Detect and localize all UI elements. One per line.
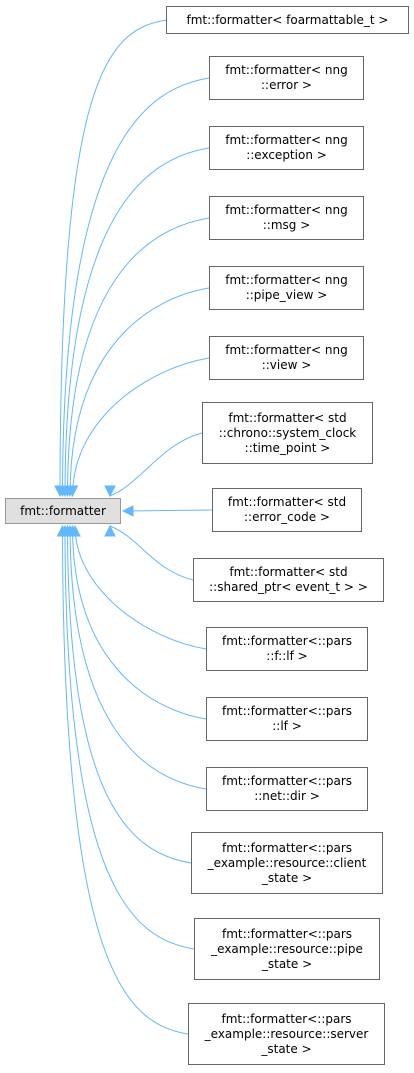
- base-class-node: fmt::formatter: [5, 498, 121, 524]
- class-node-nng-pipe-view[interactable]: fmt::formatter< nng::pipe_view >: [209, 266, 364, 310]
- edge-foarmattable: [59, 19, 167, 497]
- class-node-label: fmt::formatter<::pars: [221, 926, 353, 941]
- edge-arrowhead: [121, 505, 134, 517]
- edge-pars-lf: [72, 525, 207, 720]
- edge-arrowhead: [104, 485, 116, 498]
- class-node-label: _state >: [261, 1041, 312, 1056]
- edge-pars-net-dir: [69, 525, 207, 790]
- class-node-label: fmt::formatter< std: [228, 410, 347, 425]
- class-node-label: ::msg >: [262, 218, 311, 232]
- class-node-pars-net-dir[interactable]: fmt::formatter<::pars::net::dir >: [206, 767, 368, 811]
- edge-std-time-point: [109, 432, 203, 497]
- class-node-nng-view[interactable]: fmt::formatter< nng::view >: [209, 336, 364, 380]
- class-node-label: fmt::formatter< std: [229, 565, 348, 579]
- edge-arrowhead: [56, 524, 69, 537]
- class-node-nng-msg[interactable]: fmt::formatter< nng::msg >: [209, 196, 364, 240]
- class-node-label: ::chrono::system_clock: [218, 425, 357, 440]
- class-node-label: fmt::formatter< std: [227, 495, 347, 509]
- class-node-pars-pipe-state[interactable]: fmt::formatter<::pars_example::resource:…: [194, 918, 380, 980]
- class-node-label: ::pipe_view >: [245, 288, 328, 302]
- edge-nng-view: [72, 357, 210, 497]
- class-node-label: _example::resource::server: [204, 1026, 369, 1041]
- edge-arrowhead: [66, 485, 79, 498]
- class-node-label: fmt::formatter< foarmattable_t >: [186, 12, 389, 27]
- class-node-label: fmt::formatter< nng: [225, 273, 348, 287]
- class-node-label: fmt::formatter<::pars: [221, 634, 353, 648]
- edge-nng-pipe-view: [69, 287, 210, 497]
- class-node-nng-exception[interactable]: fmt::formatter< nng::exception >: [209, 126, 364, 170]
- class-node-label: fmt::formatter< nng: [225, 343, 348, 357]
- class-node-label: ::shared_ptr< event_t > >: [209, 580, 368, 594]
- class-node-label: fmt::formatter< nng: [225, 203, 348, 217]
- class-node-label: fmt::formatter< nng: [225, 133, 348, 147]
- edge-nng-exception: [64, 147, 210, 497]
- class-node-nng-error[interactable]: fmt::formatter< nng::error >: [209, 56, 364, 100]
- class-node-label: ::exception >: [246, 148, 327, 162]
- class-node-label: fmt::formatter<::pars: [221, 840, 353, 855]
- edge-nng-error: [62, 77, 210, 497]
- class-node-label: _state >: [261, 956, 313, 971]
- class-node-label: _example::resource::pipe: [211, 941, 363, 956]
- class-node-foarmattable[interactable]: fmt::formatter< foarmattable_t >: [166, 6, 409, 34]
- edge-std-error-code: [122, 509, 213, 512]
- edge-pars-client-state: [67, 525, 192, 864]
- class-node-label: fmt::formatter< nng: [225, 63, 348, 77]
- class-node-pars-f-lf[interactable]: fmt::formatter<::pars::f::lf >: [206, 627, 368, 671]
- class-node-std-error-code[interactable]: fmt::formatter< std::error_code >: [212, 488, 362, 532]
- class-node-pars-lf[interactable]: fmt::formatter<::pars::lf >: [206, 697, 368, 741]
- class-node-label: ::error >: [260, 78, 312, 92]
- class-node-label: ::error_code >: [244, 510, 330, 524]
- class-node-label: ::time_point >: [244, 440, 331, 455]
- class-node-pars-client-state[interactable]: fmt::formatter<::pars_example::resource:…: [191, 832, 383, 894]
- edge-pars-server-state: [62, 525, 189, 1035]
- class-node-label: _state >: [261, 870, 313, 885]
- edge-std-shared-ptr: [109, 525, 194, 581]
- class-node-label: fmt::formatter<::pars: [221, 704, 353, 718]
- class-node-label: ::lf >: [272, 719, 302, 733]
- edge-arrowhead: [104, 524, 116, 537]
- edge-nng-msg: [67, 217, 210, 497]
- class-node-std-time-point[interactable]: fmt::formatter< std::chrono::system_cloc…: [202, 402, 373, 464]
- class-node-label: _example::resource::client: [207, 855, 367, 870]
- class-node-label: ::net::dir >: [254, 789, 320, 803]
- class-node-label: ::view >: [261, 358, 312, 372]
- class-node-label: fmt::formatter<::pars: [221, 1011, 352, 1026]
- class-node-label: ::f::lf >: [266, 649, 308, 663]
- class-node-std-shared-ptr[interactable]: fmt::formatter< std::shared_ptr< event_t…: [193, 558, 384, 602]
- base-class-label: fmt::formatter: [20, 503, 106, 518]
- class-node-pars-server-state[interactable]: fmt::formatter<::pars_example::resource:…: [188, 1003, 385, 1065]
- edge-pars-f-lf: [74, 525, 207, 650]
- edge-pars-pipe-state: [64, 525, 195, 950]
- class-node-label: fmt::formatter<::pars: [221, 774, 353, 788]
